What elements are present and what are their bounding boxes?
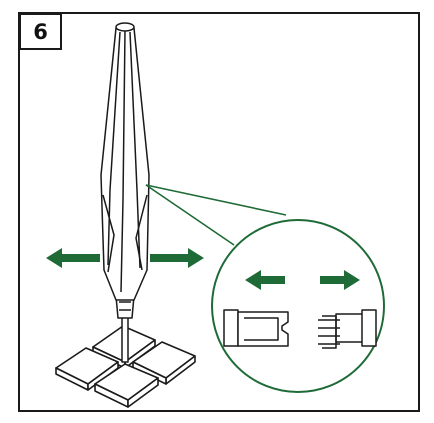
buckle-release-detail-icon <box>223 309 377 349</box>
detail-callout-lines <box>145 184 287 246</box>
frame-border <box>18 12 420 412</box>
direction-arrow-icon <box>46 248 204 268</box>
four-tile-weight-base-icon <box>55 325 196 408</box>
detail-direction-arrows <box>245 270 360 290</box>
closed-umbrella-with-cover-icon <box>100 22 150 363</box>
detail-circle <box>211 219 385 393</box>
step-number-badge: 6 <box>19 13 62 50</box>
